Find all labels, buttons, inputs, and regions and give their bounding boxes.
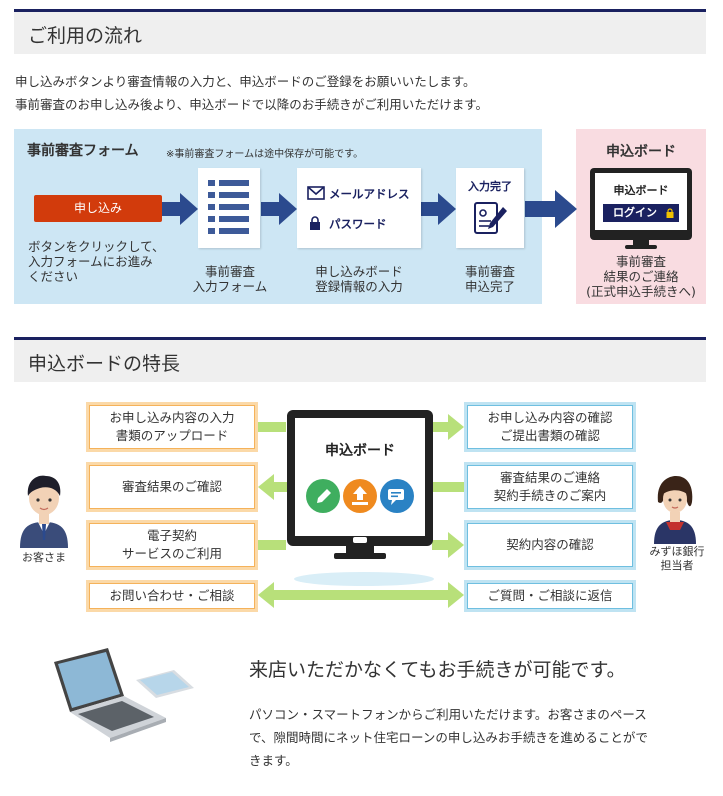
monitor-shadow: [294, 572, 434, 586]
document-pen-icon: [474, 202, 507, 234]
center-board-title: 申込ボード: [325, 443, 395, 459]
feature-left-econtract: 電子契約 サービスのご利用: [86, 520, 258, 570]
monitor-screen: 申込ボード ログイン: [595, 173, 687, 230]
flow-arrow-3-icon: [420, 193, 456, 225]
section-heading-features: 申込ボードの特長: [14, 337, 706, 382]
section-title: 申込ボードの特長: [28, 353, 181, 375]
intro-text-2: 事前審査のお申し込み後より、申込ボードで以降のお手続きがご利用いただけます。: [15, 97, 489, 112]
feature-left-upload: お申し込み内容の入力 書類のアップロード: [86, 402, 258, 452]
intro-text-1: 申し込みボタンより審査情報の入力と、申込ボードのご登録をお願いいたします。: [15, 74, 476, 89]
bank-staff-label: みずほ銀行 担当者: [649, 545, 705, 572]
board-monitor: 申込ボード ログイン: [590, 168, 692, 240]
step3-text: 申し込みボード 登録情報の入力: [315, 264, 403, 294]
pencil-icon: [306, 479, 340, 513]
flow-arrow-4-icon: [525, 190, 577, 228]
lock-icon: [310, 216, 320, 230]
bank-staff-avatar-icon: [654, 476, 696, 544]
bottom-title: 来店いただかなくてもお手続きが可能です。: [249, 659, 626, 681]
lock-icon: [666, 208, 674, 218]
login-label: ログイン: [613, 206, 657, 219]
chat-icon: [380, 479, 414, 513]
step2-text: 事前審査 入力フォーム: [192, 264, 268, 294]
feature-left-result: 審査結果のご確認: [86, 462, 258, 512]
bottom-text: パソコン・スマートフォンからご利用いただけます。お客さまのペース で、隙間時間に…: [249, 707, 648, 768]
flow-arrow-1-icon: [162, 193, 198, 225]
center-board-monitor: 申込ボード: [287, 410, 433, 546]
monitor-neck: [633, 240, 649, 246]
feature-right-reply: ご質問・ご相談に返信: [464, 580, 636, 612]
mail-icon: [307, 186, 325, 200]
feature-right-contract: 契約内容の確認: [464, 520, 636, 570]
board-feature-icons: [306, 479, 414, 513]
flow-title: 事前審査フォーム: [27, 143, 139, 159]
complete-card: 入力完了: [456, 168, 524, 248]
monitor-button: [353, 537, 367, 543]
done-label: 入力完了: [468, 180, 512, 193]
monitor-stand: [625, 245, 657, 249]
upload-icon: [343, 479, 377, 513]
form-list-icon: [208, 180, 249, 234]
apply-button[interactable]: 申し込み: [34, 195, 162, 222]
form-card: [198, 168, 260, 248]
board-text: 事前審査 結果のご連絡 (正式申込手続きへ): [586, 254, 696, 299]
customer-avatar-icon: [20, 475, 68, 548]
registration-card: メールアドレス パスワード: [297, 168, 421, 248]
center-monitor-neck: [346, 546, 374, 554]
board-title: 申込ボード: [606, 144, 676, 160]
section-heading-flow: ご利用の流れ: [14, 9, 706, 54]
mail-label: メールアドレス: [329, 187, 410, 201]
section-title: ご利用の流れ: [28, 25, 143, 47]
laptop-smartphone-icon: [54, 648, 194, 742]
flow-note: ※事前審査フォームは途中保存が可能です。: [166, 149, 364, 160]
feature-right-notice: 審査結果のご連絡 契約手続きのご案内: [464, 462, 636, 512]
feature-right-confirm: お申し込み内容の確認 ご提出書類の確認: [464, 402, 636, 452]
step1-text: ボタンをクリックして、 入力フォームにお進み ください: [28, 239, 165, 284]
screen-title: 申込ボード: [613, 184, 669, 197]
center-monitor-screen: 申込ボード: [295, 418, 425, 536]
login-button[interactable]: ログイン: [603, 204, 679, 222]
customer-label: お客さま: [22, 551, 66, 564]
feature-left-inquiry: お問い合わせ・ご相談: [86, 580, 258, 612]
flow-arrow-2-icon: [261, 193, 297, 225]
step4-text: 事前審査 申込完了: [464, 264, 515, 294]
password-label: パスワード: [329, 217, 387, 231]
center-monitor-stand: [334, 553, 386, 559]
